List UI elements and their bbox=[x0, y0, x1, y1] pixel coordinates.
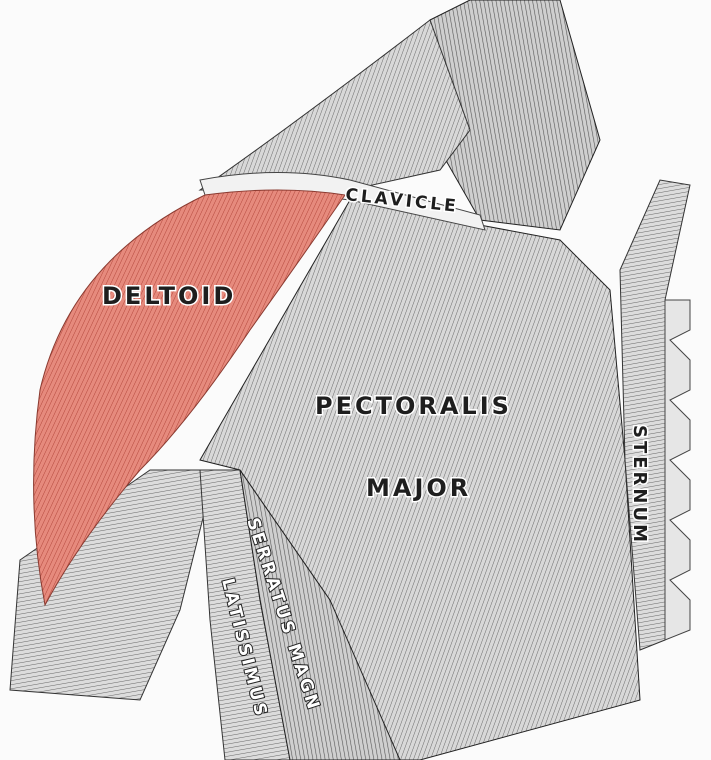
deltoid-muscle bbox=[33, 189, 346, 607]
label-deltoid: DELTOID bbox=[102, 282, 236, 310]
upper-arm bbox=[9, 469, 216, 701]
label-major: MAJOR bbox=[366, 474, 471, 502]
label-sternum: STERNUM bbox=[629, 425, 650, 545]
label-pectoralis: PECTORALIS bbox=[315, 392, 512, 420]
rib-cartilages bbox=[664, 299, 691, 641]
trapezius bbox=[198, 19, 471, 191]
